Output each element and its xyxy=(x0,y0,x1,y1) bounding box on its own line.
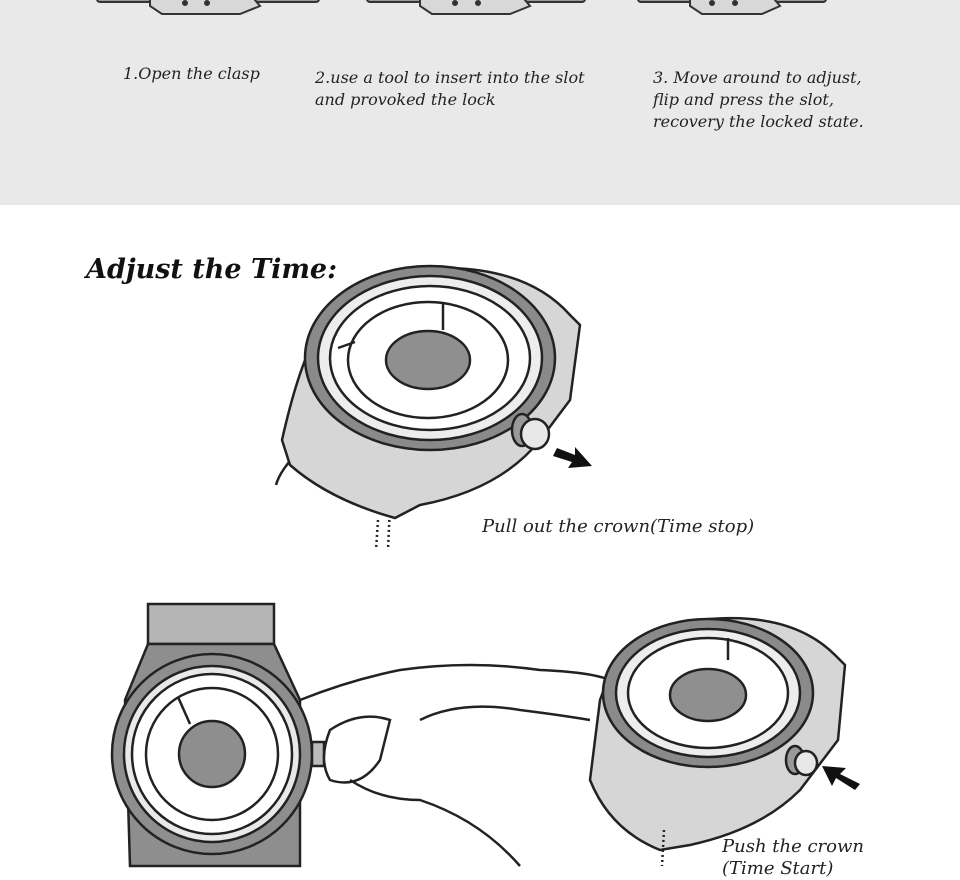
clasp-illustrations xyxy=(96,0,827,15)
push-arrow-icon xyxy=(822,766,860,790)
adjust-time-heading: Adjust the Time: xyxy=(86,254,338,285)
pull-arrow-icon xyxy=(553,447,592,468)
clasp-step3-illustration xyxy=(637,0,827,15)
push-crown-caption: Push the crown (Time Start) xyxy=(722,836,864,879)
step-1-text: 1.Open the clasp xyxy=(123,64,260,83)
step-2-text: 2.use a tool to insert into the slot and… xyxy=(315,68,585,109)
clasp-step2-illustration xyxy=(366,0,586,15)
clasp-instructions-panel: 1.Open the clasp 2.use a tool to insert … xyxy=(0,0,960,205)
pull-crown-caption: Pull out the crown(Time stop) xyxy=(482,516,755,537)
clasp-step1-illustration xyxy=(96,0,320,15)
step-3-text: 3. Move around to adjust, flip and press… xyxy=(653,68,864,131)
